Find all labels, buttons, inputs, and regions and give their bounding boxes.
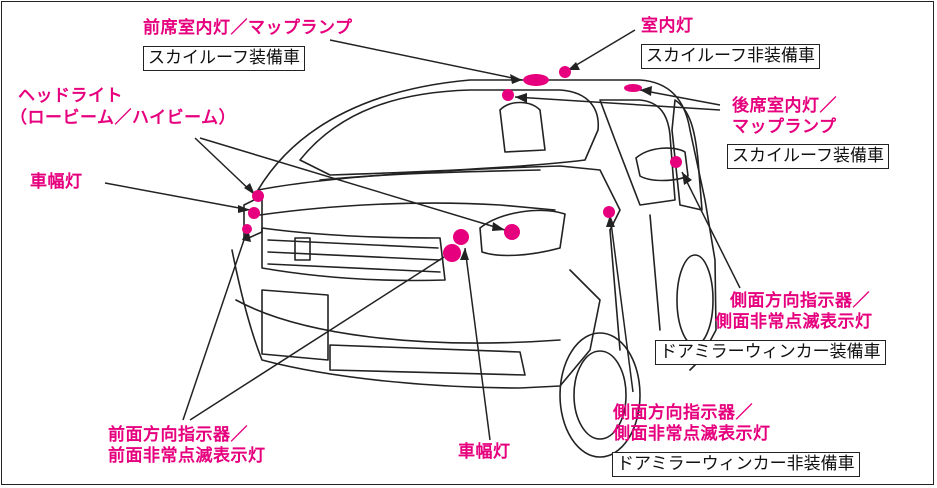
headlight-left-marker	[252, 190, 264, 202]
side-indicator-body-label-2: 側面非常点滅表示灯	[613, 424, 771, 444]
mirror-indicator-marker	[670, 156, 682, 168]
lamp-markers	[242, 66, 682, 262]
front-room-lamp-label: 前席室内灯／マップランプ	[143, 18, 353, 38]
side-marker-bottom-label: 車幅灯	[458, 442, 511, 462]
body-indicator-marker	[603, 206, 615, 218]
side-marker-right-marker	[453, 229, 469, 245]
headlight-right-marker	[504, 224, 520, 240]
front-room-lamp-condition-box: スカイルーフ装備車	[143, 46, 305, 71]
side-indicator-body-condition-box: ドアミラーウィンカー非装備車	[612, 452, 860, 477]
room-lamp-marker	[559, 66, 571, 78]
side-indicator-mirror-label: 側面方向指示器／	[730, 291, 870, 311]
rear-room-lamp-marker	[624, 84, 642, 92]
front-indicator-label-2: 前面非常点滅表示灯	[108, 446, 266, 466]
headlight-label: ヘッドライト	[18, 86, 123, 106]
room-lamp-marker-2	[502, 89, 514, 101]
front-room-lamp-marker	[523, 74, 549, 86]
room-lamp-condition-box: スカイルーフ非装備車	[641, 44, 820, 69]
car-outline	[231, 79, 717, 458]
side-marker-left-marker	[248, 207, 260, 219]
side-indicator-mirror-condition-box: ドアミラーウィンカー装備車	[655, 340, 886, 365]
rear-room-lamp-label: 後席室内灯／	[732, 96, 837, 116]
callout-lines	[104, 29, 741, 441]
side-marker-left-label: 車幅灯	[30, 172, 83, 192]
room-lamp-label: 室内灯	[641, 16, 694, 36]
side-indicator-mirror-label-2: 側面非常点滅表示灯	[715, 312, 873, 332]
rear-room-lamp-condition-box: スカイルーフ装備車	[727, 144, 889, 169]
front-indicator-right-marker	[443, 244, 461, 262]
side-indicator-body-label: 側面方向指示器／	[613, 403, 753, 423]
rear-room-lamp-label-2: マップランプ	[732, 117, 837, 137]
headlight-beam-label: （ロービーム／ハイビーム）	[10, 108, 237, 128]
front-indicator-left-marker	[242, 224, 252, 234]
front-indicator-label: 前面方向指示器／	[108, 425, 248, 445]
